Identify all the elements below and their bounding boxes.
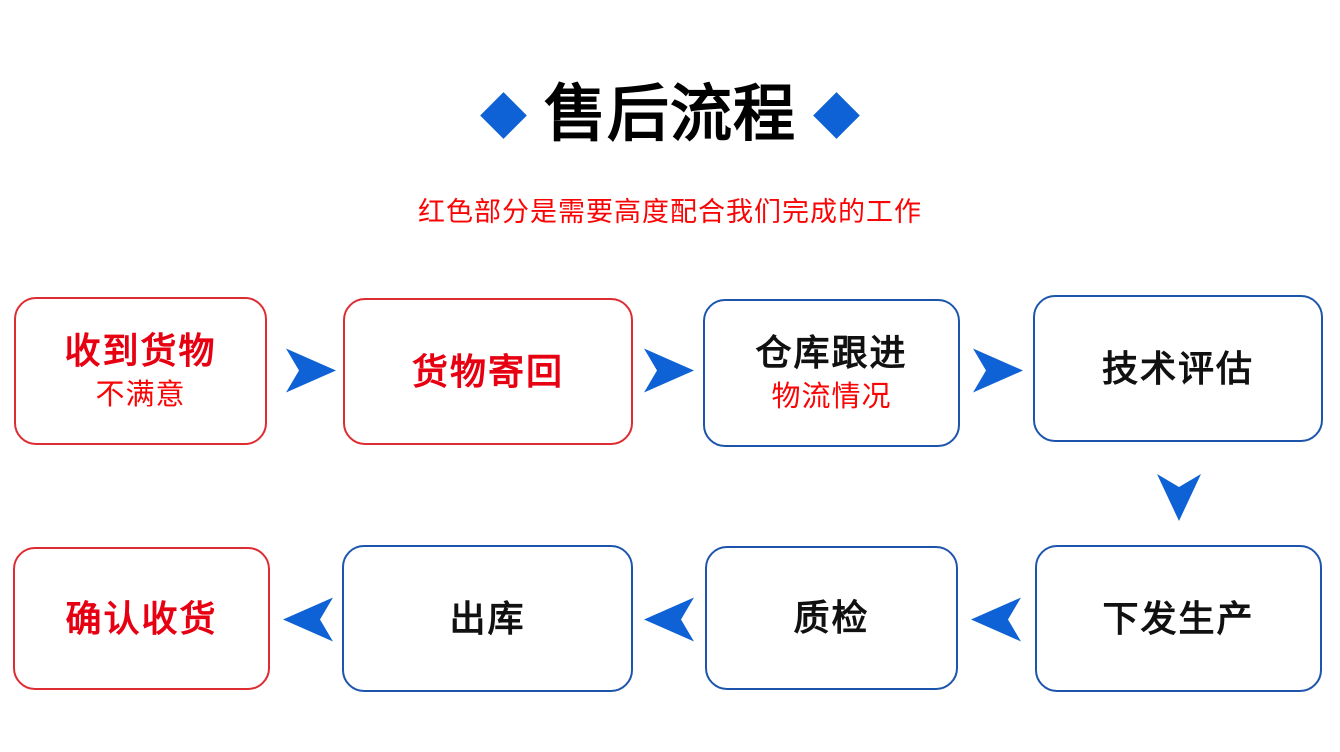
flow-step-outbound: 出库	[342, 545, 633, 692]
step-title: 仓库跟进	[755, 331, 908, 373]
page-title: 售后流程	[543, 80, 796, 149]
step-title: 出库	[449, 597, 526, 639]
diamond-icon	[813, 91, 860, 139]
step-subtitle: 物流情况	[771, 380, 892, 413]
arrow-right-icon	[286, 348, 336, 393]
flow-step-return-goods: 货物寄回	[343, 298, 633, 445]
arrow-down-icon	[1157, 474, 1201, 521]
flow-step-quality-inspection: 质检	[705, 546, 958, 690]
page-header: 售后流程	[0, 70, 1340, 160]
step-title: 质检	[793, 597, 870, 638]
step-title: 货物寄回	[411, 350, 564, 392]
arrow-right-icon	[644, 348, 694, 393]
arrow-left-icon	[644, 597, 694, 642]
flow-step-warehouse-follow-up: 仓库跟进 物流情况	[703, 299, 960, 447]
step-title: 下发生产	[1102, 597, 1255, 639]
arrow-left-icon	[971, 597, 1021, 642]
diamond-icon	[480, 91, 527, 139]
arrow-left-icon	[283, 597, 333, 642]
flow-step-technical-evaluation: 技术评估	[1033, 295, 1323, 442]
step-title: 确认收货	[65, 597, 218, 639]
arrow-right-icon	[973, 348, 1023, 393]
step-title: 收到货物	[64, 329, 217, 371]
step-subtitle: 不满意	[95, 378, 186, 411]
step-title: 技术评估	[1101, 347, 1254, 389]
page-subtitle: 红色部分是需要高度配合我们完成的工作	[418, 197, 922, 227]
flow-step-confirm-receipt: 确认收货	[13, 547, 270, 690]
flow-step-receive-goods: 收到货物 不满意	[14, 297, 267, 445]
flow-step-issue-production: 下发生产	[1035, 545, 1322, 692]
